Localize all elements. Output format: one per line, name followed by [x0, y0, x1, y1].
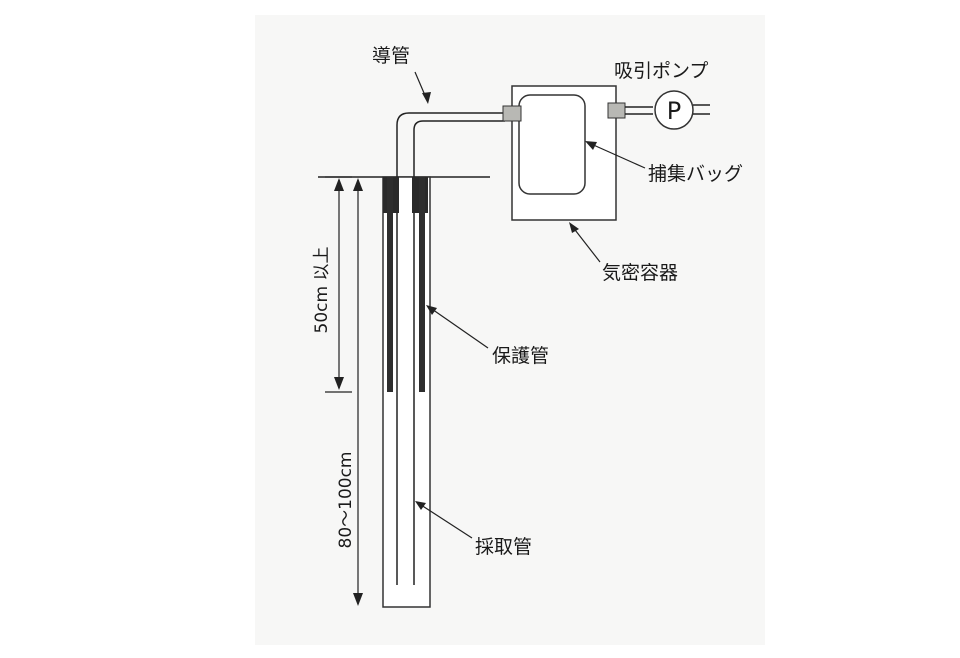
- label-airtight-container: 気密容器: [602, 262, 678, 284]
- dimension-upper: [325, 176, 352, 393]
- dimension-lower-label: 80～100cm: [336, 452, 356, 549]
- protective-tube-wall-left: [387, 177, 393, 392]
- dimension-lower: [353, 178, 363, 606]
- label-suction-pump: 吸引ポンプ: [614, 60, 708, 82]
- conduit-tube: [396, 112, 505, 177]
- bag-connector: [502, 105, 522, 122]
- label-conduit-tube: 導管: [372, 45, 410, 67]
- collection-bag: [518, 94, 586, 195]
- pump-connector: [607, 102, 626, 119]
- tube-assembly: [382, 176, 431, 608]
- pump-symbol: P: [667, 97, 681, 125]
- protective-tube-wall-right: [419, 177, 425, 392]
- label-protective-tube: 保護管: [492, 345, 549, 367]
- dimension-upper-label: 50cm 以上: [312, 247, 332, 334]
- suction-pump-circle: [654, 90, 694, 130]
- label-sampling-tube: 採取管: [475, 536, 532, 558]
- label-collection-bag: 捕集バッグ: [648, 163, 743, 185]
